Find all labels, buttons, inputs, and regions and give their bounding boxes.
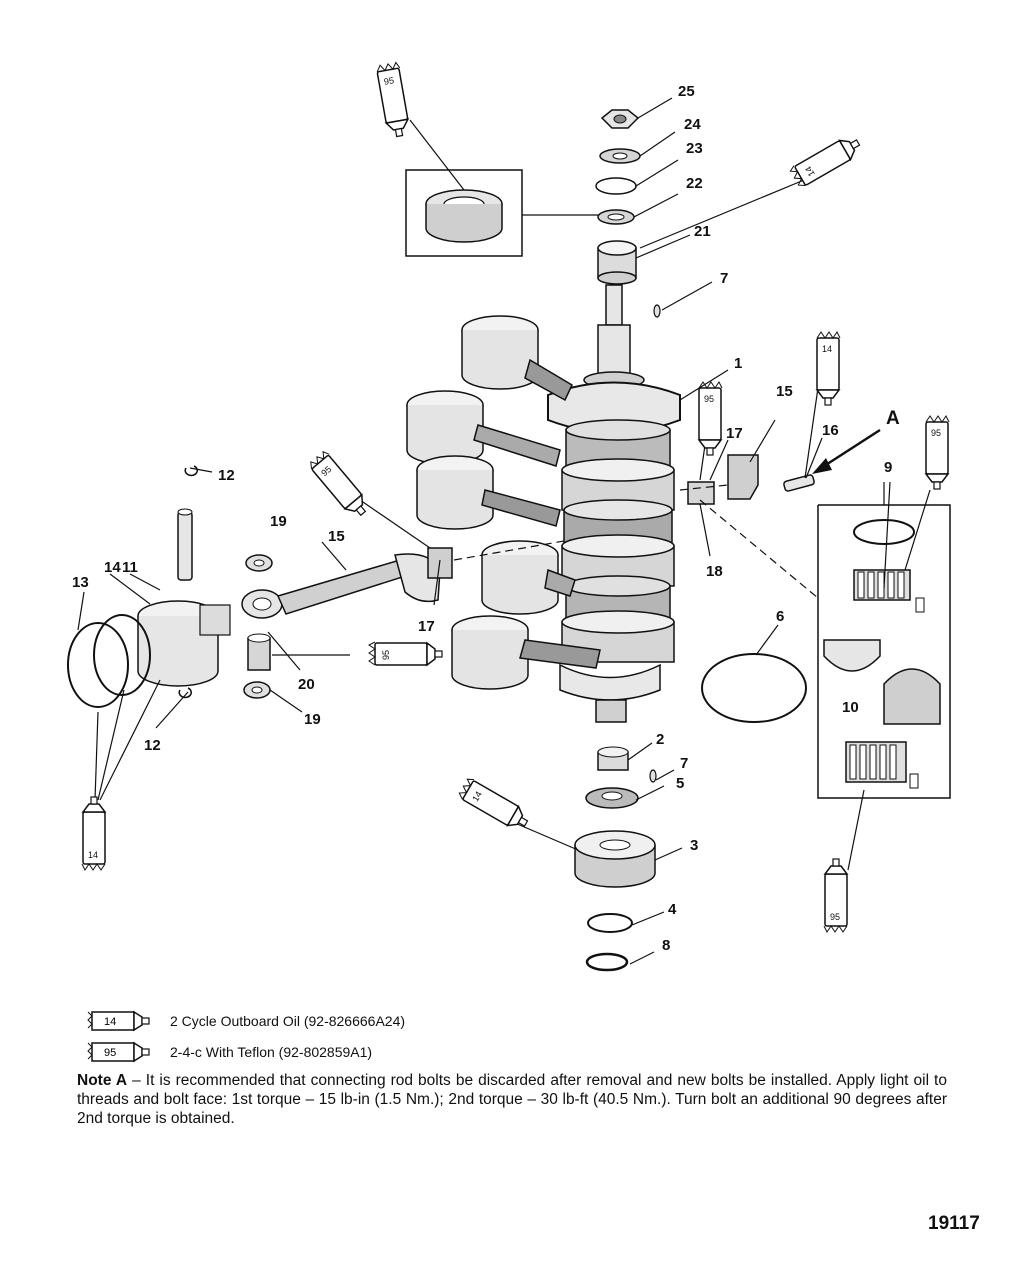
arrow-a <box>812 428 881 474</box>
svg-text:95: 95 <box>704 394 714 404</box>
svg-text:95: 95 <box>381 650 391 660</box>
callout-10: 10 <box>842 699 859 716</box>
callout-17-right: 17 <box>726 425 743 442</box>
callout-24: 24 <box>684 116 701 133</box>
note-label: Note A <box>77 1072 128 1089</box>
bearing-inset-box <box>817 482 951 799</box>
sealant-tube-95-right: 95 <box>925 415 950 490</box>
svg-text:14: 14 <box>803 165 817 179</box>
callout-12-bottom: 12 <box>144 737 161 754</box>
svg-text:14: 14 <box>104 1016 116 1028</box>
callout-17-left: 17 <box>418 618 435 635</box>
sealant-tube-icon: 14 <box>87 1010 150 1032</box>
sealant-tube-95-pin: 95 <box>368 641 443 666</box>
callout-25: 25 <box>678 83 695 100</box>
svg-text:95: 95 <box>830 912 840 922</box>
retaining-ring-4 <box>587 913 633 933</box>
key-7-top <box>653 304 661 318</box>
legend-item-oil: 14 2 Cycle Outboard Oil (92-826666A24) <box>86 1010 506 1034</box>
seal-inset <box>405 169 598 257</box>
svg-text:95: 95 <box>383 75 395 87</box>
callout-15-right: 15 <box>776 383 793 400</box>
key-7-bottom <box>649 769 657 783</box>
callout-6: 6 <box>776 608 784 625</box>
callout-labels: 25 24 23 22 21 7 1 15 16 17 A 9 18 6 10 … <box>72 83 900 954</box>
callout-a: A <box>886 408 900 429</box>
callout-22: 22 <box>686 175 703 192</box>
svg-text:14: 14 <box>88 850 98 860</box>
ring-6 <box>701 653 807 723</box>
alignment-lines <box>453 484 819 599</box>
legend-label: 2 Cycle Outboard Oil (92-826666A24) <box>170 1013 406 1029</box>
washer-19 <box>243 554 273 699</box>
exploded-parts-diagram: 95 14 95 14 95 95 95 14 14 95 25 24 23 2… <box>67 61 951 972</box>
callout-8: 8 <box>662 937 670 954</box>
sealant-tube-95-bottom: 95 <box>823 858 848 933</box>
svg-text:14: 14 <box>822 344 832 354</box>
sealant-tube-95-rod: 95 <box>306 448 374 522</box>
callout-19-bottom: 19 <box>304 711 321 728</box>
needle-bearing-20 <box>247 633 271 671</box>
seal-22 <box>597 209 635 225</box>
callout-14: 14 <box>104 559 121 576</box>
callout-16: 16 <box>822 422 839 439</box>
sealant-tube-14-left: 14 <box>81 796 106 871</box>
callout-7-top: 7 <box>720 270 728 287</box>
nut-25 <box>600 109 640 129</box>
sealant-tube-14-bearing: 14 <box>456 775 533 834</box>
bearing-2 <box>597 746 629 771</box>
callout-15-left: 15 <box>328 528 345 545</box>
callout-12-top: 12 <box>218 467 235 484</box>
callout-1: 1 <box>734 355 742 372</box>
svg-text:95: 95 <box>319 464 333 478</box>
piston-left <box>137 600 231 687</box>
callout-5: 5 <box>676 775 684 792</box>
callout-2: 2 <box>656 731 664 748</box>
piston-assemblies <box>406 315 601 690</box>
nut-5 <box>585 787 639 809</box>
callout-21: 21 <box>694 223 711 240</box>
crankshaft <box>547 284 681 723</box>
sealant-tube-14-top: 14 <box>788 131 865 190</box>
svg-text:95: 95 <box>931 428 941 438</box>
callout-11: 11 <box>122 559 138 576</box>
callout-3: 3 <box>690 837 698 854</box>
figure-number: 19117 <box>928 1213 980 1234</box>
sealant-tube-95-mid: 95 <box>698 381 723 456</box>
o-ring-8 <box>585 952 629 972</box>
sealant-tube-icon: 95 <box>87 1041 150 1063</box>
callout-20: 20 <box>298 676 315 693</box>
piston-rings <box>67 614 151 708</box>
rod-bolt-16 <box>783 474 815 492</box>
washer-24 <box>599 148 641 164</box>
o-ring-23 <box>595 177 637 195</box>
callout-23: 23 <box>686 140 703 157</box>
note-text: – It is recommended that connecting rod … <box>77 1072 947 1127</box>
callout-7-bottom: 7 <box>680 755 688 772</box>
lock-ring-12 <box>178 465 198 699</box>
svg-text:95: 95 <box>104 1047 116 1059</box>
callout-4: 4 <box>668 901 677 918</box>
note-a: Note A – It is recommended that connecti… <box>77 1071 947 1128</box>
rod-cap-15 <box>727 454 759 500</box>
callout-18: 18 <box>706 563 723 580</box>
legend-label: 2-4-c With Teflon (92-802859A1) <box>170 1044 373 1060</box>
callout-9: 9 <box>884 459 892 476</box>
sealant-tube-14-mid: 14 <box>816 331 841 406</box>
leader-lines <box>77 97 931 965</box>
ball-bearing-3 <box>574 830 656 888</box>
piston-pin <box>177 508 193 581</box>
sealant-tube-95-top: 95 <box>375 61 413 139</box>
callout-13: 13 <box>72 574 89 591</box>
bearing-21 <box>597 240 637 285</box>
callout-19-top: 19 <box>270 513 287 530</box>
legend-item-teflon: 95 2-4-c With Teflon (92-802859A1) <box>86 1041 506 1065</box>
svg-text:14: 14 <box>470 790 484 804</box>
